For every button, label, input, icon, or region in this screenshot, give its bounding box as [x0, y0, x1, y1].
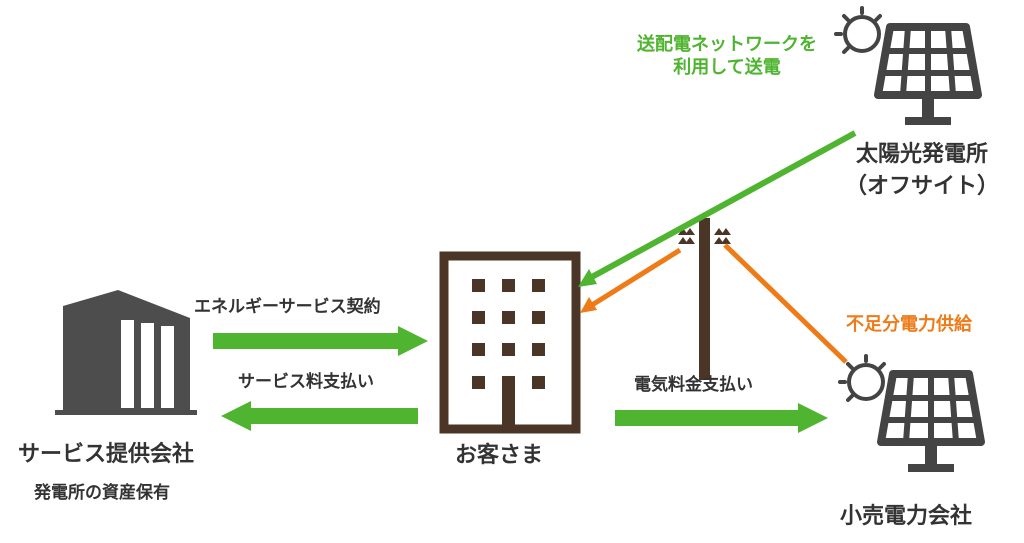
service-fee-arrow [221, 401, 418, 431]
apartment-building-icon [439, 251, 581, 434]
electricity-fee-arrow [615, 403, 828, 433]
solar-panel-icon [834, 6, 982, 125]
utility-pole-icon [678, 218, 731, 380]
grid-transmission-arrow [578, 130, 857, 287]
solar-panel-icon [838, 354, 985, 472]
grid-transmission-label-line2: 利用して送電 [673, 57, 781, 79]
electricity-fee-label: 電気料金支払い [634, 375, 753, 395]
provider-subtitle: 発電所の資産保有 [34, 483, 170, 503]
offsite-solar-label: 太陽光発電所 （オフサイト） [838, 139, 1006, 203]
provider-title: サービス提供会社 [18, 442, 195, 467]
offsite-solar-title: 太陽光発電所 [855, 142, 988, 167]
retailer-title: 小売電力会社 [840, 504, 973, 529]
offsite-solar-subtitle: （オフサイト） [844, 173, 999, 199]
service-fee-label: サービス料支払い [238, 372, 374, 392]
shortfall-supply-arrow [580, 243, 848, 364]
energy-service-contract-label: エネルギーサービス契約 [194, 297, 381, 317]
energy-service-contract-arrow [213, 326, 428, 356]
office-building-icon [55, 290, 197, 415]
customer-title: お客さま [455, 443, 544, 468]
shortfall-supply-label: 不足分電力供給 [846, 314, 972, 335]
grid-transmission-label: 送配電ネットワークを 利用して送電 [622, 33, 832, 80]
grid-transmission-label-line1: 送配電ネットワークを [637, 34, 817, 55]
